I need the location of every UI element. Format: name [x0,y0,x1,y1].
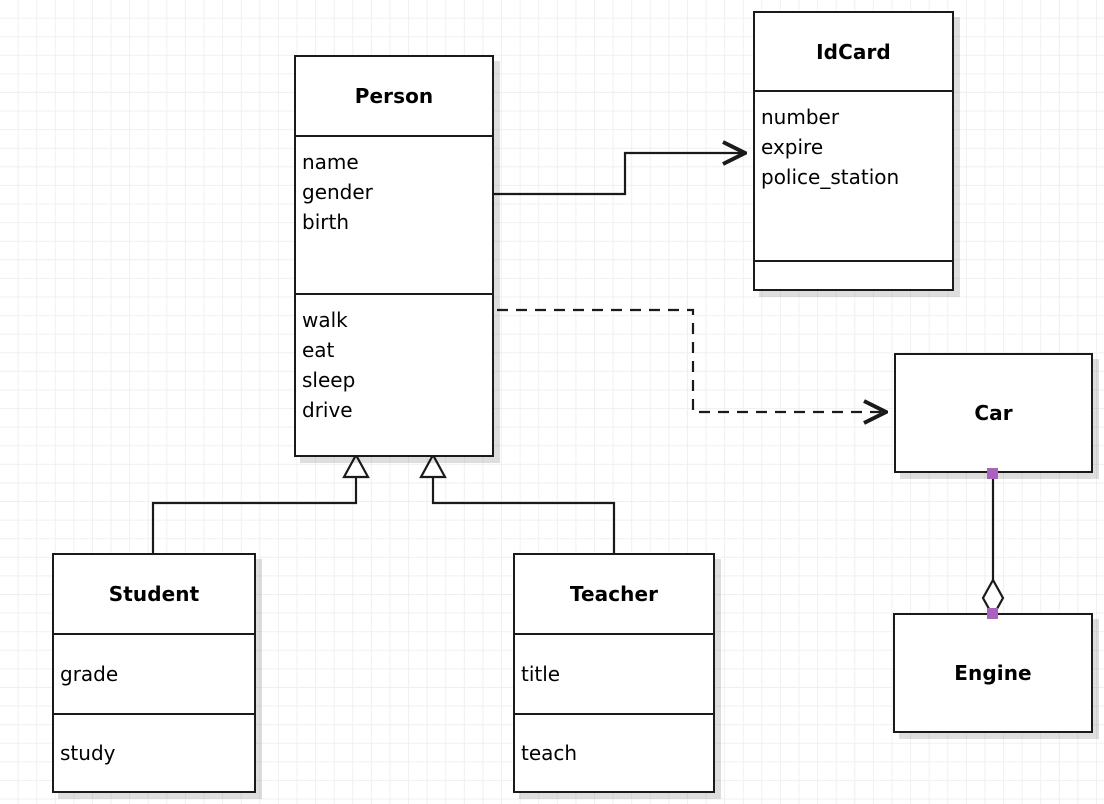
connection-handle-car[interactable] [987,468,998,479]
class-title-compartment: Student [54,555,254,633]
class-attributes-compartment: grade [54,633,254,713]
class-box-student[interactable]: Student grade study [52,553,256,793]
attribute-row: expire [761,135,824,159]
class-title-compartment: Person [296,57,492,135]
attribute-row: grade [60,662,119,686]
class-name-engine: Engine [954,661,1032,685]
connection-handle-engine[interactable] [987,608,998,619]
operation-row: study [60,741,116,765]
class-name-student: Student [108,582,200,606]
class-box-engine[interactable]: Engine [893,613,1093,733]
operation-row: drive [302,398,353,422]
class-title-compartment: IdCard [755,13,952,90]
class-title-compartment: Teacher [515,555,713,633]
attribute-row: number [761,105,840,129]
attribute-row: birth [302,210,349,234]
class-name-car: Car [974,401,1013,425]
edge-car-engine [981,473,1005,619]
attribute-row: name [302,150,359,174]
class-operations-compartment: teach [515,713,713,791]
attribute-row: police_station [761,165,900,189]
class-title-compartment: Engine [895,615,1091,731]
class-attributes-compartment: name gender birth [296,135,492,293]
class-box-person[interactable]: Person name gender birth walk eat sleep … [294,55,494,457]
class-attributes-compartment: number expire police_station [755,90,952,260]
class-title-compartment: Car [896,355,1091,471]
edge-person-idcard [494,153,745,196]
class-name-person: Person [354,84,434,108]
class-name-idcard: IdCard [816,39,891,64]
class-operations-compartment: study [54,713,254,791]
operation-row: eat [302,338,335,362]
class-box-car[interactable]: Car [894,353,1093,473]
class-box-idcard[interactable]: IdCard number expire police_station [753,11,954,291]
attribute-row: gender [302,180,373,204]
class-attributes-compartment: title [515,633,713,713]
class-name-teacher: Teacher [569,582,659,606]
edge-person-car [497,308,886,412]
operation-row: sleep [302,368,356,392]
class-box-teacher[interactable]: Teacher title teach [513,553,715,793]
class-operations-compartment [755,260,952,289]
edge-teacher-person [419,452,616,553]
operation-row: walk [302,308,348,332]
edge-student-person [151,452,370,553]
attribute-row: title [521,662,561,686]
class-operations-compartment: walk eat sleep drive [296,293,492,455]
operation-row: teach [521,741,578,765]
